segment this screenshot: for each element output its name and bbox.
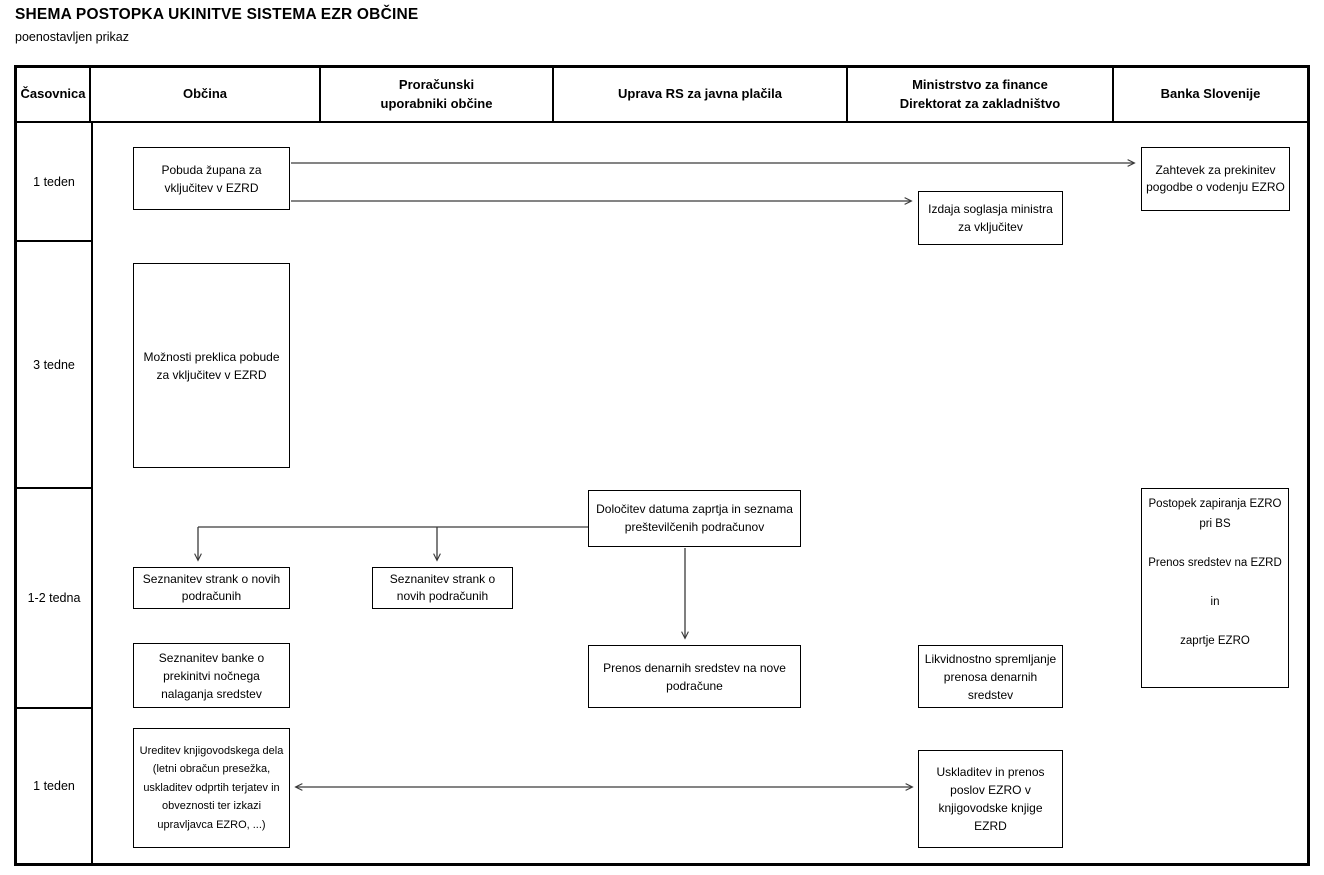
process-box-seznanitev-banke: Seznanitev banke o prekinitvi nočnega na… xyxy=(133,643,290,708)
timeline-cell-row2: 3 tedne xyxy=(17,242,91,489)
header-cell-ministrstvo-finance: Ministrstvo za finance Direktorat za zak… xyxy=(848,68,1114,121)
process-box-uskladitev-prenos: Uskladitev in prenos poslov EZRO v knjig… xyxy=(918,750,1063,848)
header-cell-uprava-rs: Uprava RS za javna plačila xyxy=(554,68,848,121)
header-cell-proracunski-uporabniki: Proračunski uporabniki občine xyxy=(321,68,554,121)
timeline-cell-row4: 1 teden xyxy=(33,779,75,793)
swimlane-header-row: Časovnica Občina Proračunski uporabniki … xyxy=(17,68,1307,123)
process-box-pobuda-zupana: Pobuda župana za vključitev v EZRD xyxy=(133,147,290,210)
header-cell-casovnica: Časovnica xyxy=(17,68,91,121)
header-cell-obcina: Občina xyxy=(91,68,321,121)
header-cell-banka-slovenije: Banka Slovenije xyxy=(1160,86,1261,102)
diagram-table-outline xyxy=(14,65,1310,866)
timeline-cell-row3: 1-2 tedna xyxy=(17,489,91,709)
timeline-cell-row1: 1 teden xyxy=(17,123,91,242)
process-box-seznanitev-strank-pu: Seznanitev strank o novih podračunih xyxy=(372,567,513,609)
process-box-izdaja-soglasja: Izdaja soglasja ministra za vključitev xyxy=(918,191,1063,245)
page-subtitle: poenostavljen prikaz xyxy=(15,30,129,44)
process-box-zahtevek-prekinitev: Zahtevek za prekinitev pogodbe o vodenju… xyxy=(1141,147,1290,211)
process-box-prenos-sredstev: Prenos denarnih sredstev na nove podraču… xyxy=(588,645,801,708)
timeline-column: 1 teden 3 tedne 1-2 tedna 1 teden xyxy=(17,123,93,863)
process-box-seznanitev-strank-obcina: Seznanitev strank o novih podračunih xyxy=(133,567,290,609)
page-title: SHEMA POSTOPKA UKINITVE SISTEMA EZR OBČI… xyxy=(15,6,419,23)
process-box-postopek-zapiranja: Postopek zapiranja EZRO pri BS Prenos sr… xyxy=(1141,488,1289,688)
process-box-moznosti-preklica: Možnosti preklica pobude za vključitev v… xyxy=(133,263,290,468)
process-box-ureditev-knjigovodskega: Ureditev knjigovodskega dela (letni obra… xyxy=(133,728,290,848)
process-box-likvidnostno-spremljanje: Likvidnostno spremljanje prenosa denarni… xyxy=(918,645,1063,708)
process-box-dolocitev-datuma: Določitev datuma zaprtja in seznama preš… xyxy=(588,490,801,547)
